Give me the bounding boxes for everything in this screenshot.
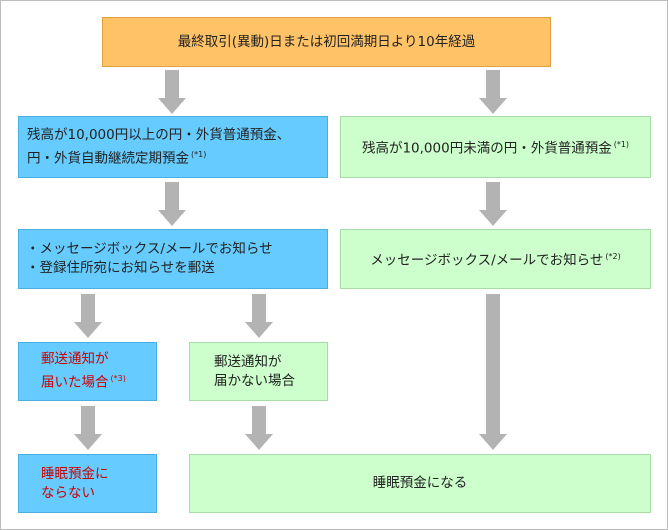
left-branch-line2: 円・外貨自動継続定期預金 [27, 150, 189, 167]
not-delivered-line1: 郵送通知が [214, 353, 282, 370]
not-delivered-line2: 届かない場合 [214, 372, 295, 389]
arrow-right-branch-to-notice [479, 182, 507, 226]
left-branch-box: 残高が10,000円以上の円・外貨普通預金、 円・外貨自動継続定期預金(*1) [18, 116, 328, 178]
arrow-notice-to-not-delivered [245, 294, 273, 338]
delivered-line1: 郵送通知が [41, 351, 109, 368]
right-branch-box: 残高が10,000円未満の円・外貨普通預金(*1) [340, 116, 651, 178]
not-dormant-line1: 睡眠預金に [41, 465, 109, 482]
arrow-not-delivered-to-dormant [245, 406, 273, 450]
left-notice-line1: ・メッセージボックス/メールでお知らせ [26, 241, 273, 257]
arrow-top-to-right [479, 70, 507, 114]
left-branch-line1: 残高が10,000円以上の円・外貨普通預金、 [27, 126, 291, 143]
delivered-line2: 届いた場合 [41, 374, 109, 391]
delivered-note: (*3) [110, 374, 126, 384]
arrow-top-to-left [158, 70, 186, 114]
not-delivered-box: 郵送通知が 届かない場合 [189, 342, 328, 401]
right-notice-box: メッセージボックス/メールでお知らせ(*2) [340, 229, 651, 289]
dormant-text: 睡眠預金になる [372, 475, 468, 491]
left-branch-note: (*1) [191, 149, 207, 159]
left-branch-line2-wrap: 円・外貨自動継続定期預金(*1) [27, 145, 290, 169]
delivered-text: 郵送通知が 届いた場合(*3) [41, 350, 126, 393]
arrow-notice-to-delivered [74, 294, 102, 338]
left-notice-text: ・メッセージボックス/メールでお知らせ ・登録住所宛にお知らせを郵送 [26, 240, 273, 278]
dormant-box: 睡眠預金になる [189, 454, 651, 513]
not-dormant-box: 睡眠預金に ならない [18, 454, 157, 513]
arrow-delivered-to-not-dormant [74, 406, 102, 450]
arrow-left-branch-to-notice [158, 182, 186, 226]
not-dormant-text: 睡眠預金に ならない [41, 465, 109, 503]
start-condition-text: 最終取引(異動)日または初回満期日より10年経過 [177, 33, 476, 50]
right-notice-note: (*2) [605, 252, 621, 262]
right-branch-text: 残高が10,000円未満の円・外貨普通預金(*1) [362, 135, 629, 159]
left-notice-box: ・メッセージボックス/メールでお知らせ ・登録住所宛にお知らせを郵送 [18, 229, 328, 289]
not-dormant-line2: ならない [41, 484, 95, 501]
start-condition-box: 最終取引(異動)日または初回満期日より10年経過 [102, 17, 551, 67]
left-branch-text: 残高が10,000円以上の円・外貨普通預金、 円・外貨自動継続定期預金(*1) [27, 126, 290, 169]
delivered-box: 郵送通知が 届いた場合(*3) [18, 342, 157, 401]
right-branch-label: 残高が10,000円未満の円・外貨普通預金 [361, 140, 612, 157]
arrow-right-notice-to-dormant [479, 294, 507, 450]
delivered-line2-wrap: 届いた場合(*3) [41, 369, 126, 393]
right-branch-note: (*1) [613, 140, 630, 150]
left-notice-line2: ・登録住所宛にお知らせを郵送 [26, 260, 215, 276]
right-notice-text: メッセージボックス/メールでお知らせ(*2) [370, 247, 620, 271]
not-delivered-text: 郵送通知が 届かない場合 [214, 353, 295, 391]
right-notice-label: メッセージボックス/メールでお知らせ [370, 252, 604, 269]
